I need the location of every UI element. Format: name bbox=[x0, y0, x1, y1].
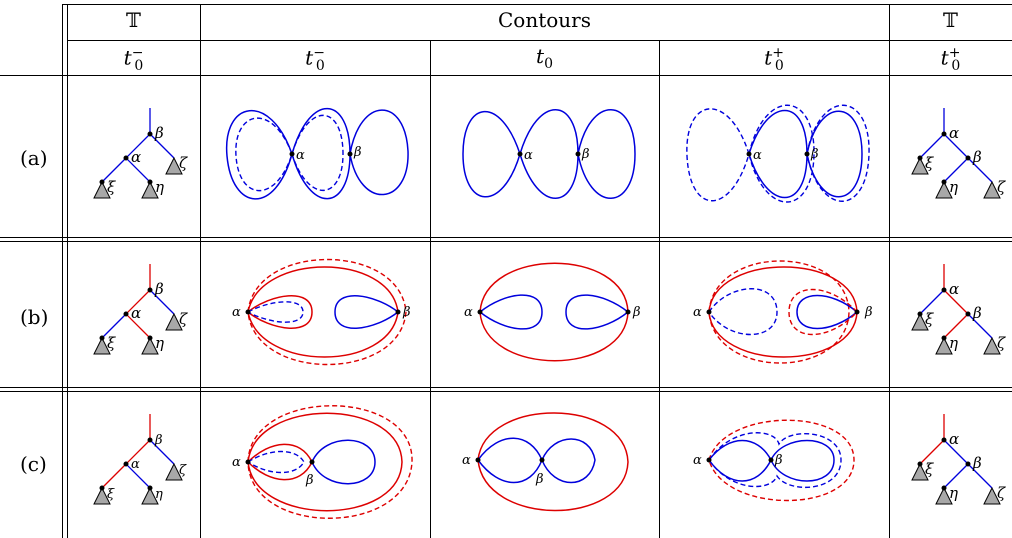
svg-text:α: α bbox=[693, 305, 702, 320]
svg-text:α: α bbox=[232, 455, 241, 470]
svg-text:ζ: ζ bbox=[997, 334, 1006, 352]
tree-b-left: β α ζ ξ η bbox=[93, 264, 188, 355]
svg-text:ξ: ξ bbox=[107, 334, 116, 352]
svg-text:α: α bbox=[232, 305, 241, 320]
header-tree-symbol-right: 𝕋 bbox=[943, 8, 958, 32]
svg-text:α: α bbox=[949, 280, 959, 298]
contour-a-t0: α β bbox=[462, 109, 636, 199]
svg-text:α: α bbox=[296, 148, 305, 163]
header-tree-symbol-left: 𝕋 bbox=[126, 8, 141, 32]
svg-text:β: β bbox=[632, 305, 641, 320]
svg-text:β: β bbox=[154, 280, 164, 298]
svg-text:β: β bbox=[154, 433, 163, 448]
header-t0-minus-tree: t−0 bbox=[123, 45, 144, 74]
row-label-c: (c) bbox=[20, 452, 47, 476]
svg-text:α: α bbox=[693, 453, 702, 468]
tree-c-right: α β ξ η ζ bbox=[911, 414, 1006, 505]
contour-a-t0-plus: α β bbox=[686, 104, 870, 203]
svg-text:α: α bbox=[524, 148, 533, 163]
contour-b-t0: α β bbox=[464, 262, 641, 362]
svg-text:β: β bbox=[581, 147, 590, 162]
svg-text:α: α bbox=[131, 457, 140, 472]
label-alpha: α bbox=[131, 148, 141, 166]
svg-text:η: η bbox=[949, 484, 958, 502]
header-t0-plus-tree: t+0 bbox=[940, 45, 961, 74]
svg-text:β: β bbox=[402, 305, 411, 320]
svg-text:η: η bbox=[155, 334, 164, 352]
header-t0-contour: t0 bbox=[536, 44, 553, 72]
svg-text:β: β bbox=[810, 147, 819, 162]
label-zeta: ζ bbox=[179, 154, 188, 172]
header-t0-plus-contour: t+0 bbox=[764, 45, 784, 74]
svg-text:ζ: ζ bbox=[179, 463, 187, 478]
header-t0-minus-contour: t−0 bbox=[305, 45, 325, 74]
svg-text:η: η bbox=[949, 334, 958, 352]
contour-a-t0-minus: α β bbox=[225, 108, 409, 200]
svg-text:α: α bbox=[131, 304, 141, 322]
svg-text:α: α bbox=[949, 124, 959, 142]
contour-c-t0-minus: α β bbox=[232, 405, 413, 519]
svg-text:ζ: ζ bbox=[179, 310, 188, 328]
svg-text:β: β bbox=[353, 145, 362, 160]
row-label-a: (a) bbox=[20, 146, 48, 170]
svg-text:ξ: ξ bbox=[925, 460, 934, 478]
label-xi: ξ bbox=[107, 178, 116, 196]
svg-text:β: β bbox=[972, 304, 982, 322]
row-label-b: (b) bbox=[20, 305, 49, 329]
tree-b-right: α β ξ η ζ bbox=[911, 264, 1006, 355]
svg-text:ξ: ξ bbox=[925, 310, 934, 328]
svg-text:α: α bbox=[464, 305, 473, 320]
svg-text:β: β bbox=[305, 473, 314, 488]
contour-b-t0-plus: α β bbox=[693, 260, 873, 364]
svg-text:ξ: ξ bbox=[107, 487, 115, 502]
label-eta: η bbox=[155, 178, 164, 196]
svg-text:α: α bbox=[949, 430, 959, 448]
contour-c-t0: α β bbox=[462, 412, 629, 512]
contour-b-t0-minus: α β bbox=[232, 258, 411, 366]
svg-text:ζ: ζ bbox=[997, 178, 1006, 196]
svg-text:η: η bbox=[155, 487, 163, 502]
svg-text:β: β bbox=[864, 305, 873, 320]
contour-c-t0-plus: α β bbox=[693, 419, 855, 502]
tree-a-left: β α ζ ξ η bbox=[93, 108, 188, 199]
svg-text:ζ: ζ bbox=[997, 484, 1006, 502]
svg-text:η: η bbox=[949, 178, 958, 196]
svg-text:α: α bbox=[462, 453, 471, 468]
svg-text:β: β bbox=[535, 472, 544, 487]
tree-a-right: α β ξ η ζ bbox=[911, 108, 1006, 199]
header-contours-title: Contours bbox=[497, 8, 591, 32]
label-beta: β bbox=[154, 124, 164, 142]
tree-c-left: β α ζ ξ η bbox=[93, 414, 187, 505]
svg-text:β: β bbox=[972, 454, 982, 472]
svg-text:α: α bbox=[753, 148, 762, 163]
svg-text:β: β bbox=[972, 148, 982, 166]
svg-text:ξ: ξ bbox=[925, 154, 934, 172]
svg-text:β: β bbox=[774, 453, 783, 468]
